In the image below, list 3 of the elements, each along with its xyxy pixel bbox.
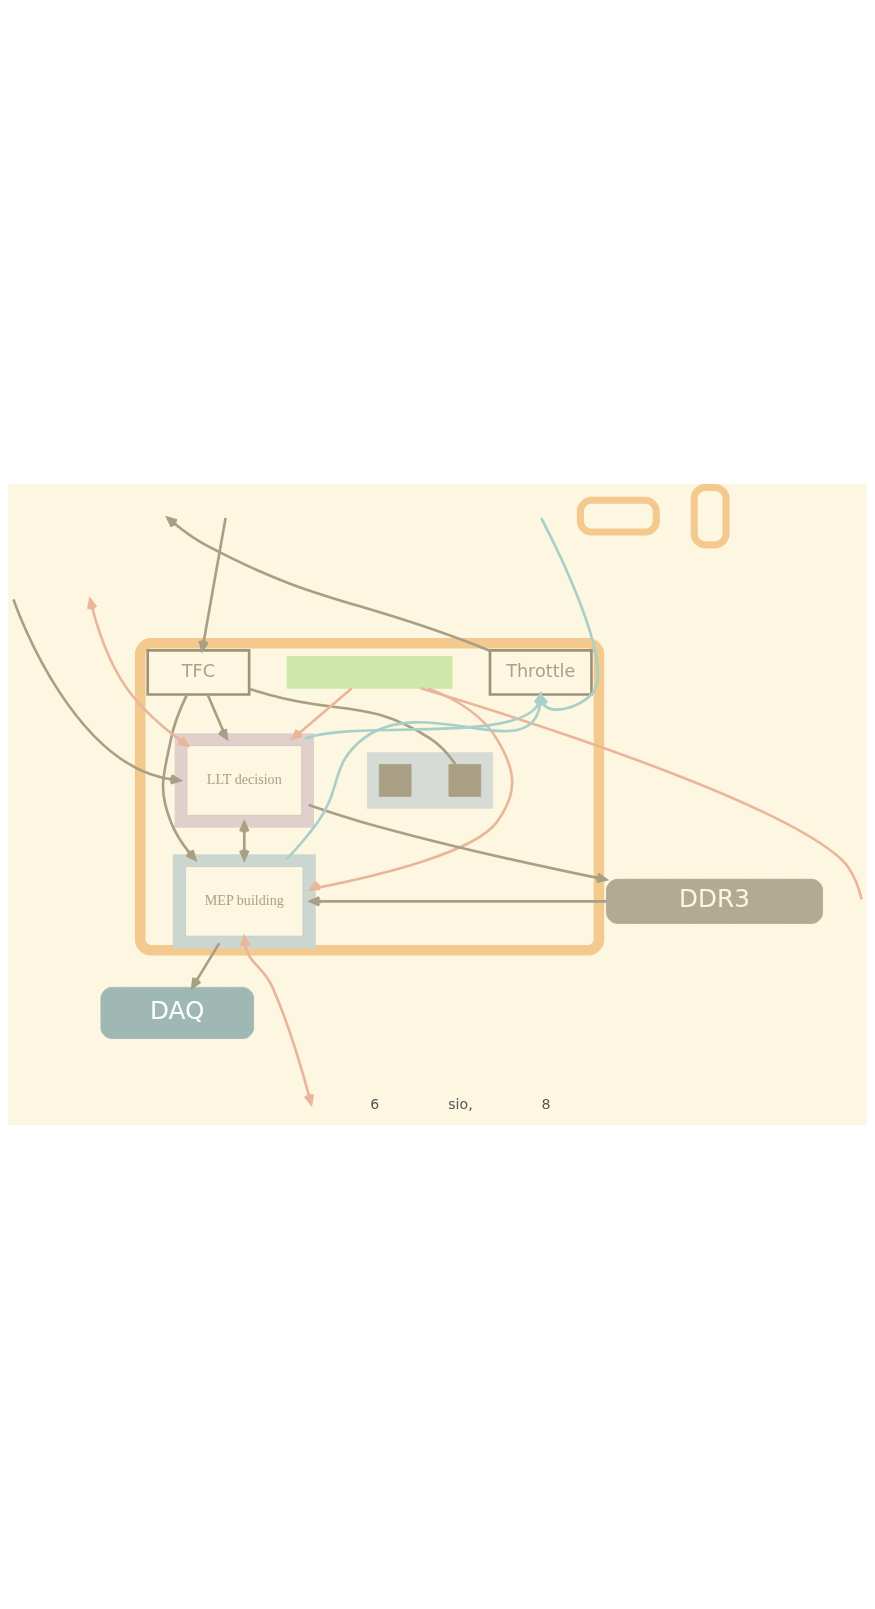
label: 6 [370,1095,380,1112]
label: sio, [448,1095,473,1112]
label: 8 [541,1095,551,1112]
